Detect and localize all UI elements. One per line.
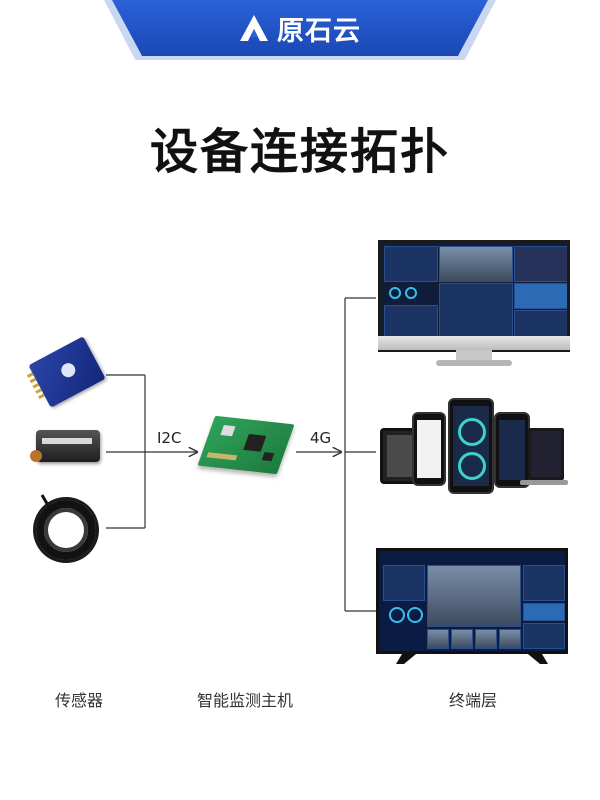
- monitor-chin: [378, 336, 570, 350]
- 4g-label: 4G: [310, 429, 332, 447]
- tv-dashboard-icon: [376, 548, 568, 654]
- brand: 原石云: [239, 9, 361, 48]
- phone-center: [448, 398, 494, 494]
- cable-coil-icon: [36, 500, 96, 560]
- pcb-board-icon: [197, 415, 295, 475]
- page-title: 设备连接拓扑: [149, 124, 450, 180]
- sensors-label: 传感器: [54, 691, 103, 710]
- laptop-screen: [528, 428, 564, 480]
- laptop-base: [520, 480, 568, 485]
- brand-name: 原石云: [277, 15, 361, 47]
- terminals-label: 终端层: [448, 691, 497, 710]
- desktop-monitor-icon: [378, 240, 570, 352]
- i2c-label: I2C: [157, 429, 182, 447]
- brand-logo-icon: [240, 15, 268, 41]
- phone-left: [412, 412, 446, 486]
- monitor-base: [436, 360, 512, 366]
- host-label: 智能监测主机: [196, 691, 293, 710]
- phone-right: [494, 412, 530, 488]
- tv-leg-right: [528, 654, 548, 664]
- monitor-stand: [456, 350, 492, 362]
- tv-leg-left: [396, 654, 416, 664]
- sensor-probe-icon: [30, 430, 100, 462]
- header-banner: 原石云: [112, 0, 488, 56]
